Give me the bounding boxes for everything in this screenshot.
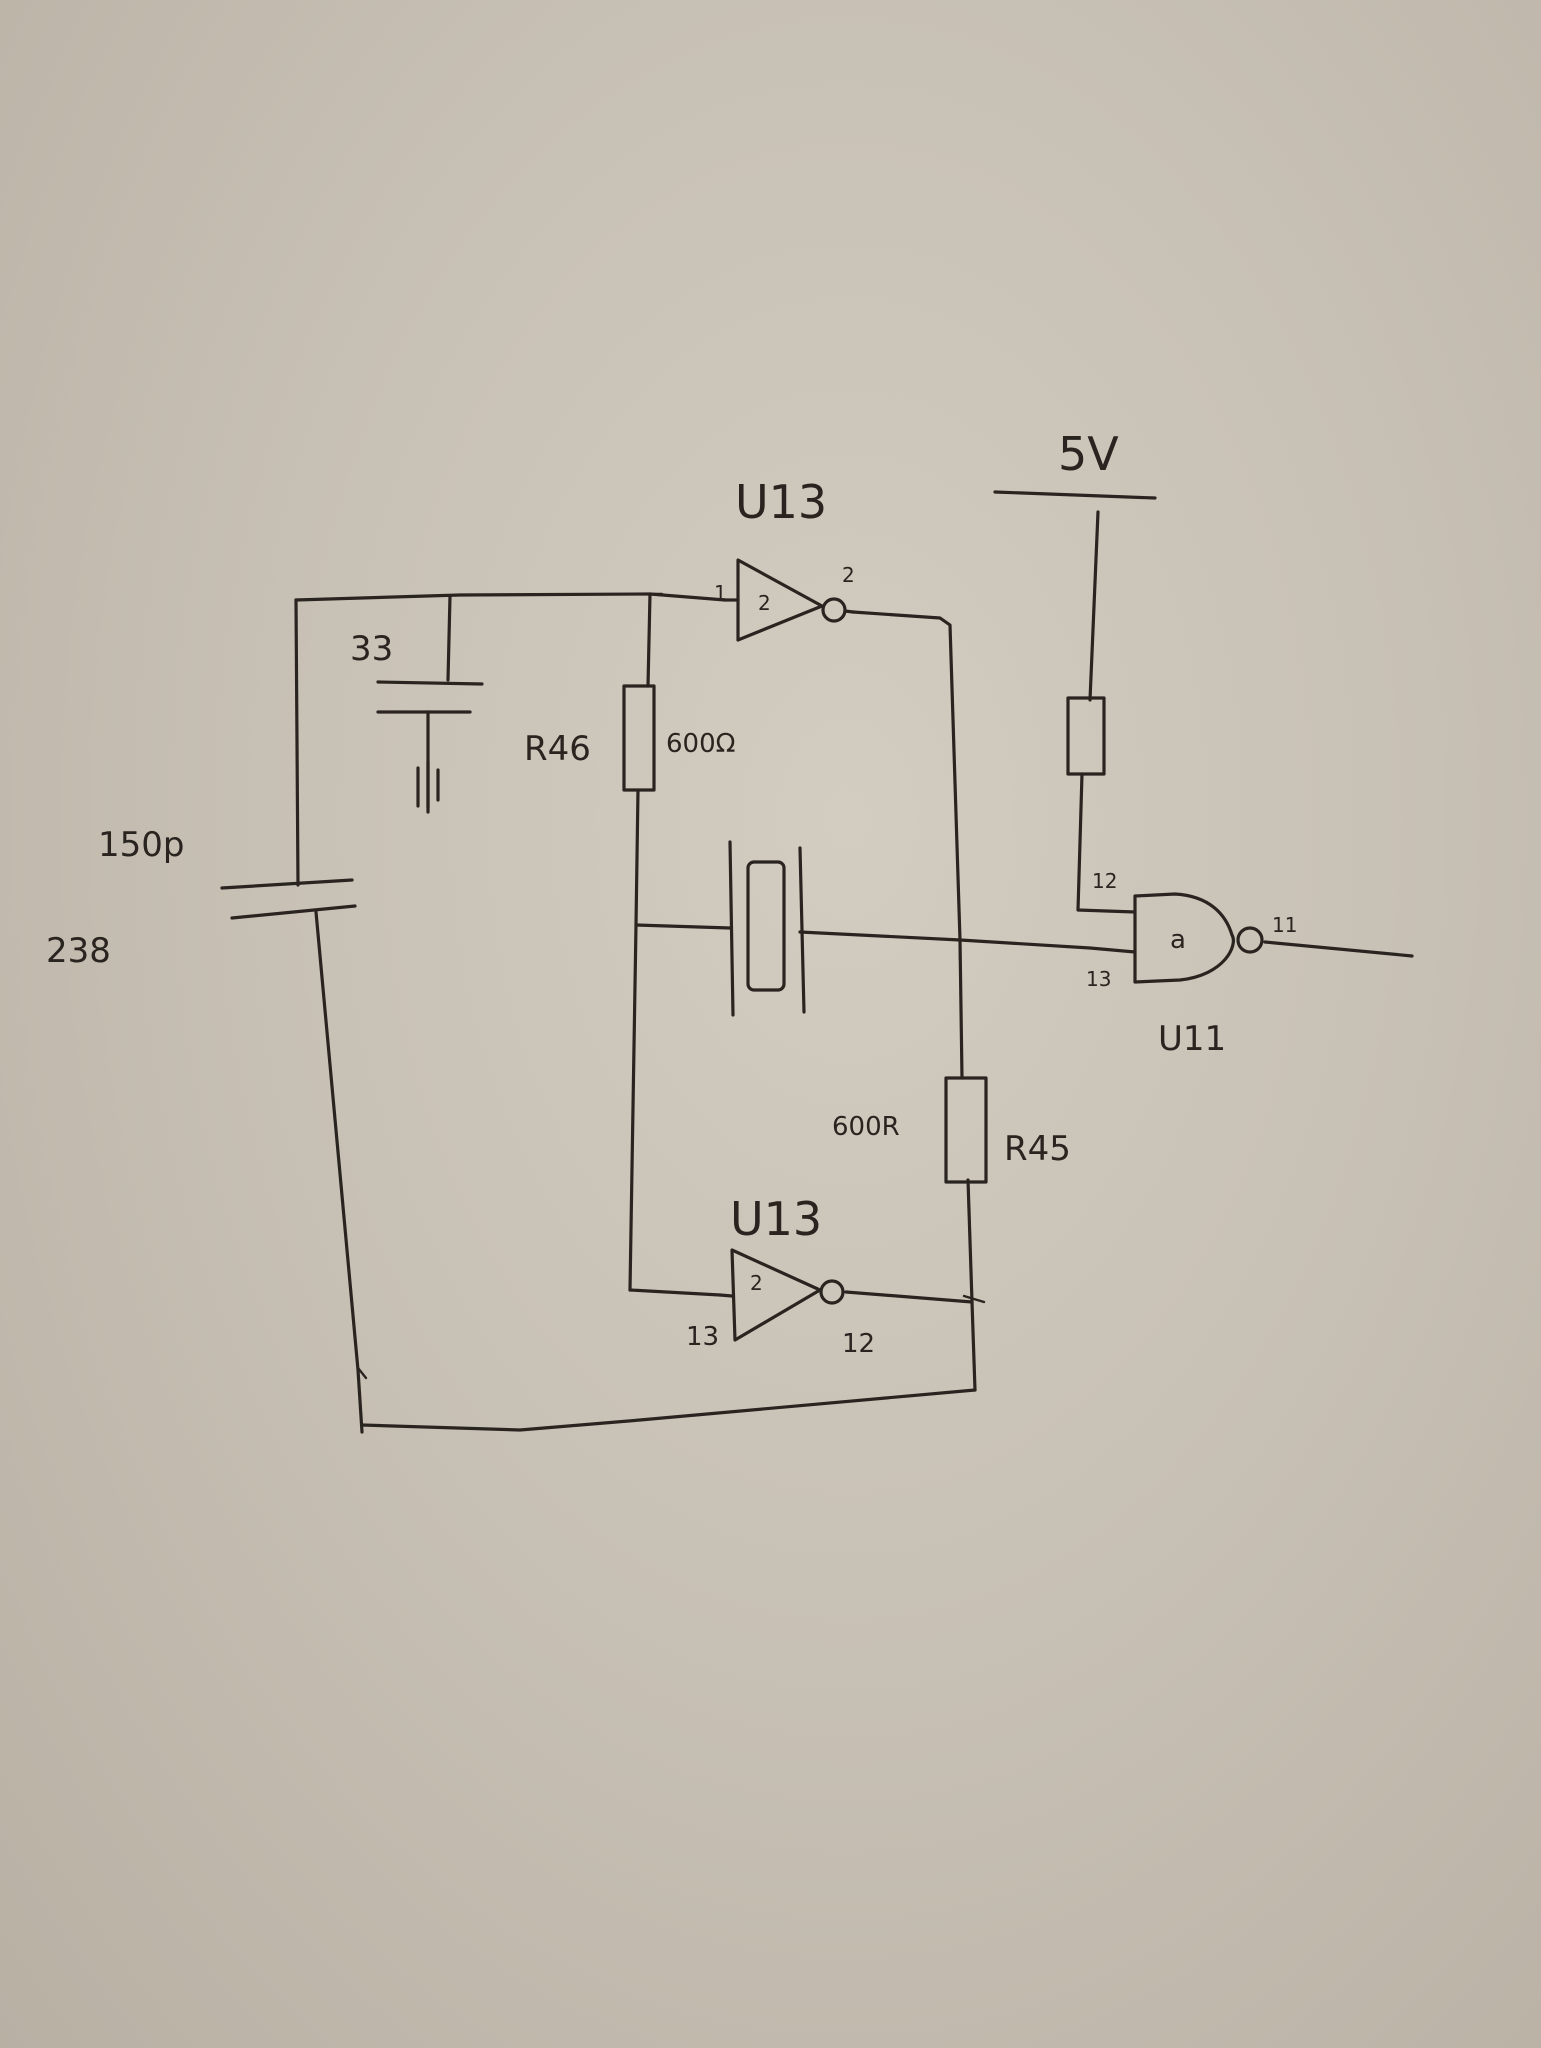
wire-xtal-right	[798, 930, 962, 942]
wire-left-lower	[314, 910, 364, 1434]
wire-bottom-return	[360, 1388, 977, 1432]
label-u13-top: U13	[735, 475, 827, 529]
wire-left-upper	[294, 598, 300, 887]
wire-to-nand-in13	[958, 938, 1137, 954]
label-nand-pin-12: 12	[1092, 869, 1117, 893]
label-inv-bot-pin-out: 12	[842, 1329, 875, 1359]
inverter-top-icon	[723, 558, 855, 642]
wire-r45-bottom	[966, 1178, 974, 1304]
wire-nand-out	[1263, 940, 1414, 958]
label-inv-bot-pin-in: 13	[686, 1322, 719, 1352]
crystal-icon	[728, 840, 806, 1017]
wire-right-bottom	[970, 1300, 977, 1392]
label-inv-top-letter: 2	[758, 591, 771, 615]
wire-vcc-down	[1088, 510, 1100, 702]
wire-c33-lead	[446, 594, 452, 682]
label-r45-ref: R45	[1004, 1129, 1071, 1169]
label-nand-pin-11: 11	[1272, 913, 1297, 937]
nand-gate-icon	[1133, 892, 1264, 984]
capacitor-150p	[220, 878, 357, 920]
resistor-pullup	[1066, 696, 1106, 776]
label-inv-top-pin-out: 2	[842, 563, 855, 587]
wire-top-bus	[294, 592, 727, 602]
label-vcc-5v: 5V	[1058, 427, 1119, 481]
resistor-r45	[944, 1076, 988, 1184]
label-u13-bottom: U13	[730, 1192, 822, 1246]
wire-right-mid	[958, 938, 964, 1080]
label-u11: U11	[1158, 1019, 1226, 1059]
label-r46-value: 600Ω	[666, 729, 736, 759]
wire-pullup-down	[1076, 772, 1137, 914]
label-inv-bot-letter: 2	[750, 1271, 763, 1295]
label-c150: 150p	[98, 825, 184, 865]
label-inv-top-pin-in: 1	[714, 581, 727, 605]
resistor-r46	[622, 684, 656, 792]
wire-r46-bottom	[628, 788, 640, 1292]
wire-bot-inverter-out	[844, 1290, 974, 1304]
vcc-rail	[993, 490, 1157, 500]
label-c150-ref: 238	[46, 931, 111, 971]
wire-top-inverter-out	[851, 610, 962, 942]
wire-r46-top	[646, 592, 652, 688]
label-nand-letter: a	[1170, 925, 1186, 955]
label-r45-value: 600R	[832, 1112, 900, 1142]
wire-xtal-left	[634, 923, 732, 930]
label-c33: 33	[350, 629, 393, 669]
ground-symbol-icon	[416, 760, 440, 814]
capacitor-33	[376, 680, 484, 810]
label-r46-ref: R46	[524, 729, 591, 769]
inverter-bottom-icon	[718, 1248, 845, 1342]
wire-bot-inverter-in	[628, 1288, 722, 1297]
label-nand-pin-13: 13	[1086, 967, 1111, 991]
junction-marks	[356, 592, 986, 1380]
